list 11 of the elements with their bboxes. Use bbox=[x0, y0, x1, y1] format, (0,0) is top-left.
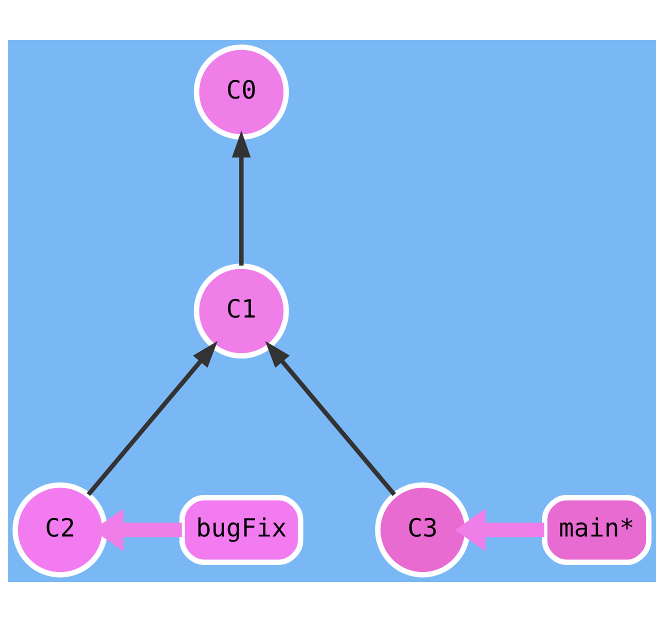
node-circle: C2 bbox=[12, 482, 108, 578]
arrow bbox=[86, 340, 218, 496]
node-box: main* bbox=[542, 494, 652, 564]
node-circle: C0 bbox=[194, 44, 289, 140]
arrow bbox=[265, 340, 396, 496]
arrow bbox=[92, 508, 182, 551]
arrow bbox=[455, 508, 544, 551]
node-circle: C3 bbox=[375, 482, 470, 578]
arrow bbox=[232, 130, 251, 266]
node-box: bugFix bbox=[179, 494, 304, 564]
node-circle: C1 bbox=[194, 262, 289, 358]
